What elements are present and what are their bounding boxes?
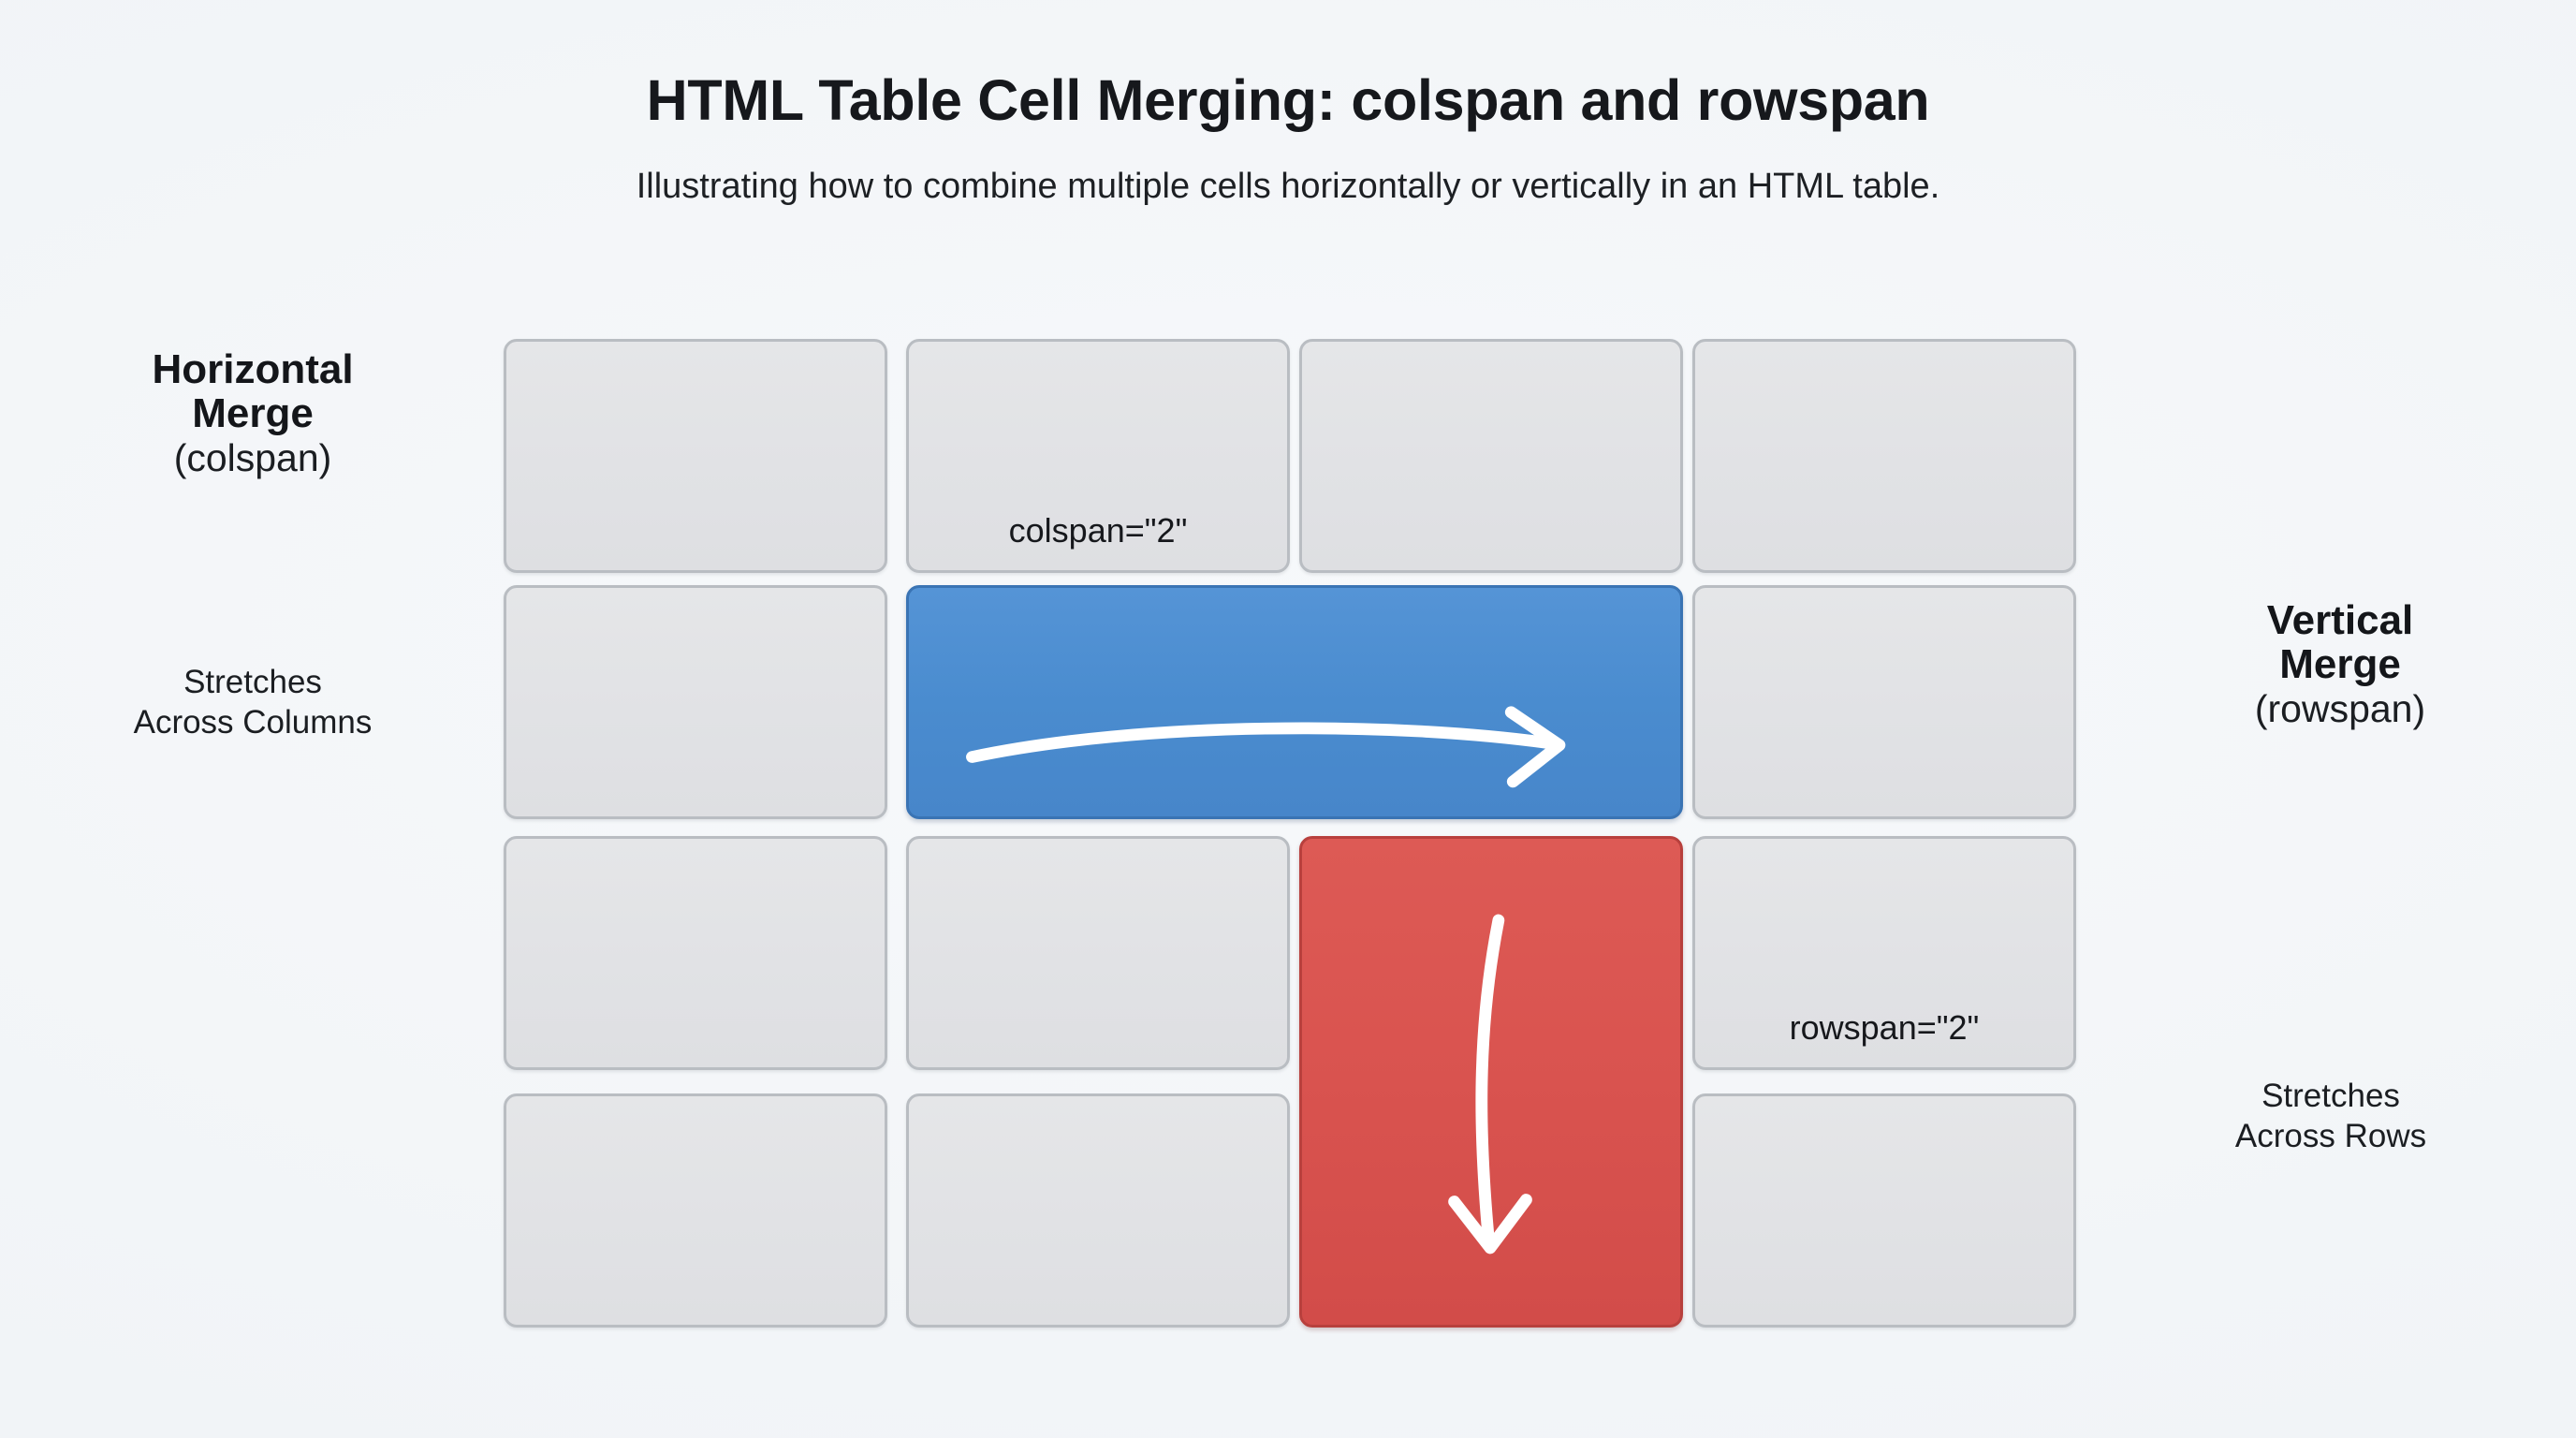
horizontal-merge-label: Horizontal Merge (colspan) — [56, 346, 449, 480]
horizontal-merge-attribute: (colspan) — [173, 436, 332, 480]
rowspan-merged-cell — [1299, 836, 1683, 1328]
vertical-merge-note: Stretches Across Rows — [2125, 1077, 2537, 1156]
horizontal-merge-note: Stretches Across Columns — [56, 663, 449, 742]
arrow-down-icon — [1448, 914, 1532, 1255]
horizontal-merge-heading-line1: Horizontal — [152, 346, 354, 392]
table-cell-r2c4 — [1692, 585, 2076, 819]
vertical-merge-label: Vertical Merge (rowspan) — [2144, 597, 2537, 731]
vertical-merge-note-line2: Across Rows — [2234, 1117, 2427, 1154]
vertical-merge-heading-line1: Vertical — [2266, 597, 2414, 643]
table-cell-r3c4-rowspan-annotation: rowspan="2" — [1692, 836, 2076, 1070]
table-cell-r1c4 — [1692, 339, 2076, 573]
horizontal-merge-heading-line2: Merge — [192, 389, 314, 436]
page-title: HTML Table Cell Merging: colspan and row… — [646, 68, 1930, 132]
colspan-merged-cell — [906, 585, 1683, 819]
rowspan-attribute-label: rowspan="2" — [1789, 1008, 1980, 1047]
vertical-merge-note-line1: Stretches — [2261, 1078, 2400, 1114]
table-cell-r2c1 — [504, 585, 887, 819]
colspan-attribute-label: colspan="2" — [1008, 511, 1188, 550]
table-cell-r3c1 — [504, 836, 887, 1070]
table-cell-r1c3 — [1299, 339, 1683, 573]
table-cell-r4c2 — [906, 1093, 1290, 1328]
table-cell-r3c2 — [906, 836, 1290, 1070]
table-cell-r1c1 — [504, 339, 887, 573]
table-cell-r4c4 — [1692, 1093, 2076, 1328]
horizontal-merge-note-line2: Across Columns — [133, 703, 373, 741]
page-subtitle: Illustrating how to combine multiple cel… — [636, 167, 1940, 207]
header: HTML Table Cell Merging: colspan and row… — [0, 68, 2576, 207]
table-cell-r4c1 — [504, 1093, 887, 1328]
horizontal-merge-note-line1: Stretches — [183, 664, 322, 700]
vertical-merge-attribute: (rowspan) — [2254, 687, 2426, 731]
vertical-merge-heading-line2: Merge — [2279, 640, 2401, 687]
arrow-right-icon — [966, 706, 1566, 788]
table-cell-r1c2-colspan-annotation: colspan="2" — [906, 339, 1290, 573]
